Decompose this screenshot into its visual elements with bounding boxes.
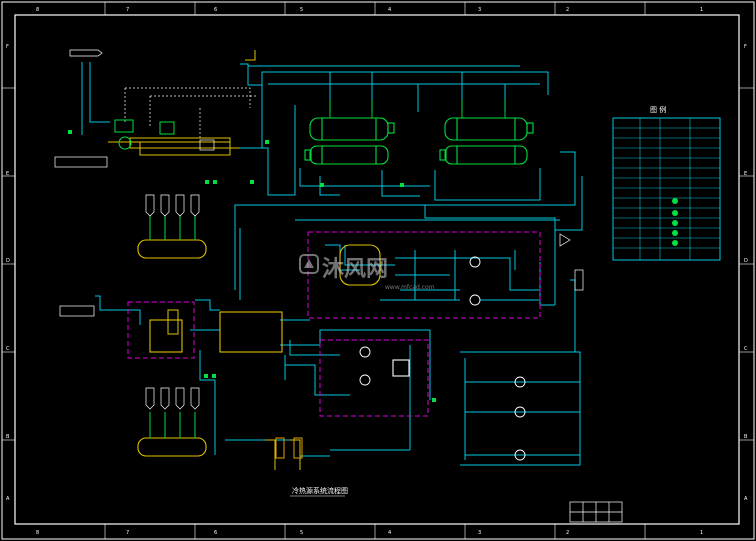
left-zone-f: F (6, 44, 9, 50)
bottom-zone-7: 7 (126, 530, 129, 536)
main-piping (81, 62, 583, 466)
top-zone-3: 3 (478, 7, 481, 13)
bottom-zone-8: 8 (36, 530, 39, 536)
bottom-zone-2: 2 (566, 530, 569, 536)
title-block (569, 501, 623, 523)
bottom-small-units (275, 437, 303, 459)
top-zone-5: 5 (300, 7, 303, 13)
left-zone-d: D (6, 258, 10, 264)
distributor-header-top (137, 194, 207, 259)
legend-title: 图 例 (650, 105, 666, 114)
burner-unit (114, 119, 231, 151)
watermark-url: www.mfcad.com (385, 284, 435, 291)
control-dashed-lines (124, 87, 258, 140)
chiller-risers (329, 100, 506, 118)
right-zone-b: B (744, 434, 748, 440)
valves (68, 130, 436, 402)
chiller-1 (304, 117, 395, 165)
watermark-logo (299, 254, 319, 274)
right-zone-a: A (744, 496, 748, 502)
bottom-zone-markers: 8 7 6 5 4 3 2 1 (36, 524, 703, 539)
top-zone-4: 4 (388, 7, 391, 13)
right-zone-d: D (744, 258, 748, 264)
inner-border (14, 14, 740, 525)
left-zone-e: E (6, 171, 9, 177)
top-zone-1: 1 (700, 7, 703, 13)
left-zone-b: B (6, 434, 10, 440)
top-left-tags (54, 49, 108, 317)
top-zone-6: 6 (214, 7, 217, 13)
top-zone-markers: 8 7 6 5 4 3 2 1 (36, 2, 703, 15)
right-zone-e: E (744, 171, 747, 177)
plate-heat-exchanger (167, 309, 179, 335)
heat-exchanger (149, 244, 410, 377)
collector-header-bottom (137, 387, 207, 457)
bottom-zone-3: 3 (478, 530, 481, 536)
bottom-zone-4: 4 (388, 530, 391, 536)
right-zone-f: F (744, 44, 747, 50)
pumps (359, 256, 526, 461)
top-zone-7: 7 (126, 7, 129, 13)
hot-water-lines (108, 50, 301, 470)
legend-table: 图 例 (612, 105, 721, 261)
right-zone-markers: F E D C B A (739, 44, 754, 502)
right-tags (559, 233, 584, 291)
right-zone-c: C (744, 346, 748, 352)
equipment-boundaries (127, 231, 541, 417)
watermark: 沐风网 www.mfcad.com (299, 254, 435, 291)
top-zone-2: 2 (566, 7, 569, 13)
chiller-2 (439, 117, 534, 165)
top-zone-8: 8 (36, 7, 39, 13)
bottom-zone-1: 1 (700, 530, 703, 536)
left-zone-a: A (6, 496, 10, 502)
watermark-brand: 沐风网 (322, 257, 388, 282)
drawing-title: 冷热源系统流程图 (292, 486, 348, 495)
left-zone-markers: F E D C B A (2, 44, 15, 502)
bottom-zone-6: 6 (214, 530, 217, 536)
bottom-zone-5: 5 (300, 530, 303, 536)
left-zone-c: C (6, 346, 10, 352)
